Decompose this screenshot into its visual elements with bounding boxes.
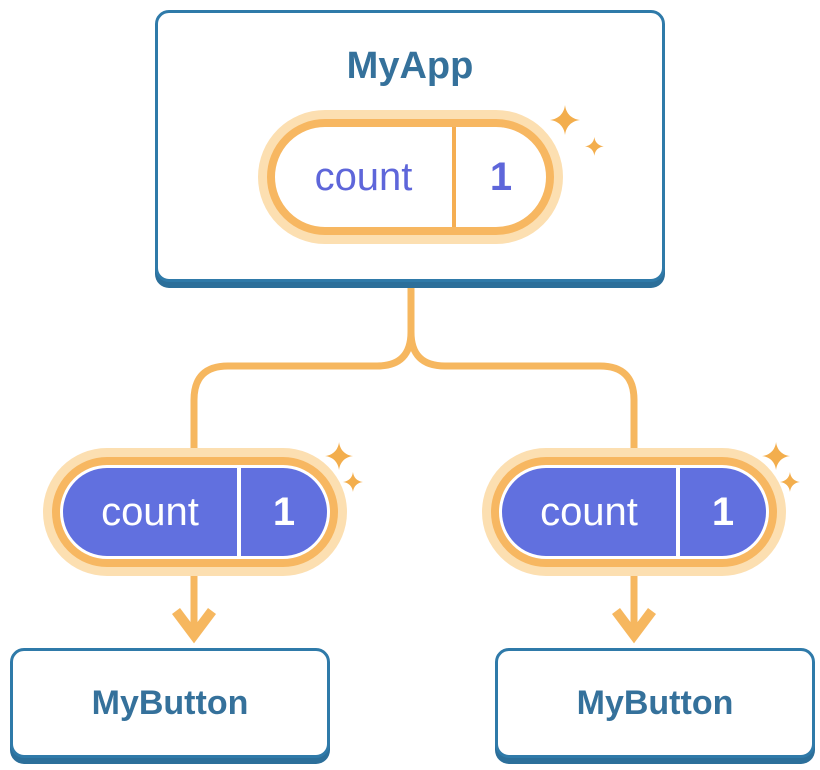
- connector-right-branch: [407, 282, 638, 630]
- root-component-title: MyApp: [346, 45, 474, 87]
- left-child-state-pill-body: count 1: [52, 457, 338, 567]
- root-state-pill: count 1: [258, 110, 563, 244]
- left-child-state-pill: count 1: [43, 448, 347, 576]
- state-value: 1: [680, 468, 766, 556]
- pill-divider: [452, 127, 456, 227]
- child-component-title: MyButton: [91, 683, 249, 722]
- root-state-pill-body: count 1: [267, 119, 554, 235]
- arrowhead-left-icon: [172, 608, 216, 644]
- sparkles-icon: [325, 442, 363, 492]
- child-component-title: MyButton: [576, 683, 734, 722]
- right-child-state-pill: count 1: [482, 448, 786, 576]
- sparkles-icon: [550, 105, 604, 156]
- state-label: count: [63, 468, 237, 556]
- right-child-component-card: MyButton: [495, 648, 815, 758]
- sparkles-icon: [762, 442, 800, 492]
- state-value: 1: [489, 154, 513, 199]
- state-label: count: [314, 154, 413, 199]
- right-child-state-pill-body: count 1: [491, 457, 777, 567]
- state-value: 1: [241, 468, 327, 556]
- state-label: count: [502, 468, 676, 556]
- arrowhead-right-icon: [612, 608, 656, 644]
- left-child-component-card: MyButton: [10, 648, 330, 758]
